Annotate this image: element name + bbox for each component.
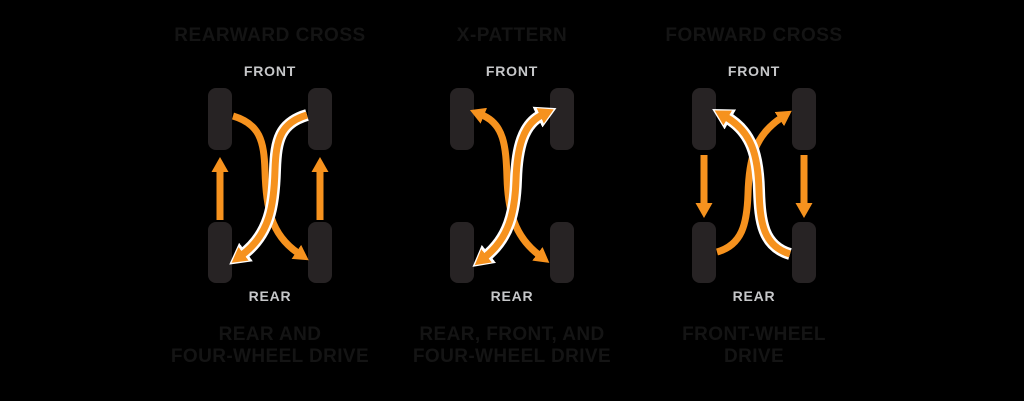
diagram-forward-cross: FORWARD CROSS FRONT REAR FRONT-WHEEL DRI… — [633, 0, 875, 401]
front-label: FRONT — [727, 63, 781, 79]
tire-rear-right — [550, 222, 574, 283]
tire-rear-left — [208, 222, 232, 283]
diagram-rearward-cross: REARWARD CROSS FRONT REAR REAR AND FOUR-… — [149, 0, 391, 401]
cross-arrow-icon-frontleft-to-rearright — [231, 112, 309, 261]
cross-arrow-icon-rearleft-to-frontright — [715, 110, 792, 256]
tire-rear-right — [792, 222, 816, 283]
tire-front-right — [792, 88, 816, 150]
x-pattern-figure — [450, 88, 574, 283]
diagram-title: REARWARD CROSS — [174, 25, 366, 46]
tire-front-right — [308, 88, 332, 150]
tire-rear-left — [692, 222, 716, 283]
cross-arrow-icon-frontright-to-rearleft — [231, 111, 309, 263]
forward-cross-figure — [692, 88, 816, 283]
cross-arrow-icon-rearleft-frontright — [474, 108, 554, 266]
diagram-title: FORWARD CROSS — [665, 25, 843, 46]
diagram-caption: REAR AND FOUR-WHEEL DRIVE — [149, 324, 391, 368]
rear-label: REAR — [490, 288, 534, 304]
caption-line-2: DRIVE — [723, 346, 785, 367]
caption-line-1: REAR AND — [218, 324, 322, 345]
diagram-x-pattern: X-PATTERN FRONT REAR REAR, FRONT, AND FO… — [391, 0, 633, 401]
diagram-caption: FRONT-WHEEL DRIVE — [633, 324, 875, 368]
tire-rear-right — [308, 222, 332, 283]
tire-front-left — [208, 88, 232, 150]
caption-line-1: FRONT-WHEEL — [682, 324, 826, 345]
caption-line-2: FOUR-WHEEL DRIVE — [412, 346, 612, 367]
rear-label: REAR — [732, 288, 776, 304]
front-label: FRONT — [485, 63, 539, 79]
tire-front-right — [550, 88, 574, 150]
tire-front-left — [450, 88, 474, 150]
diagram-title: X-PATTERN — [456, 25, 568, 46]
rearward-cross-figure — [208, 88, 332, 283]
tire-front-left — [692, 88, 716, 150]
tire-rear-left — [450, 222, 474, 283]
caption-line-1: REAR, FRONT, AND — [419, 324, 605, 345]
cross-arrow-icon-rearright-to-frontleft — [714, 110, 792, 258]
front-label: FRONT — [243, 63, 297, 79]
caption-line-2: FOUR-WHEEL DRIVE — [170, 346, 370, 367]
diagram-caption: REAR, FRONT, AND FOUR-WHEEL DRIVE — [391, 324, 633, 368]
rear-label: REAR — [248, 288, 292, 304]
